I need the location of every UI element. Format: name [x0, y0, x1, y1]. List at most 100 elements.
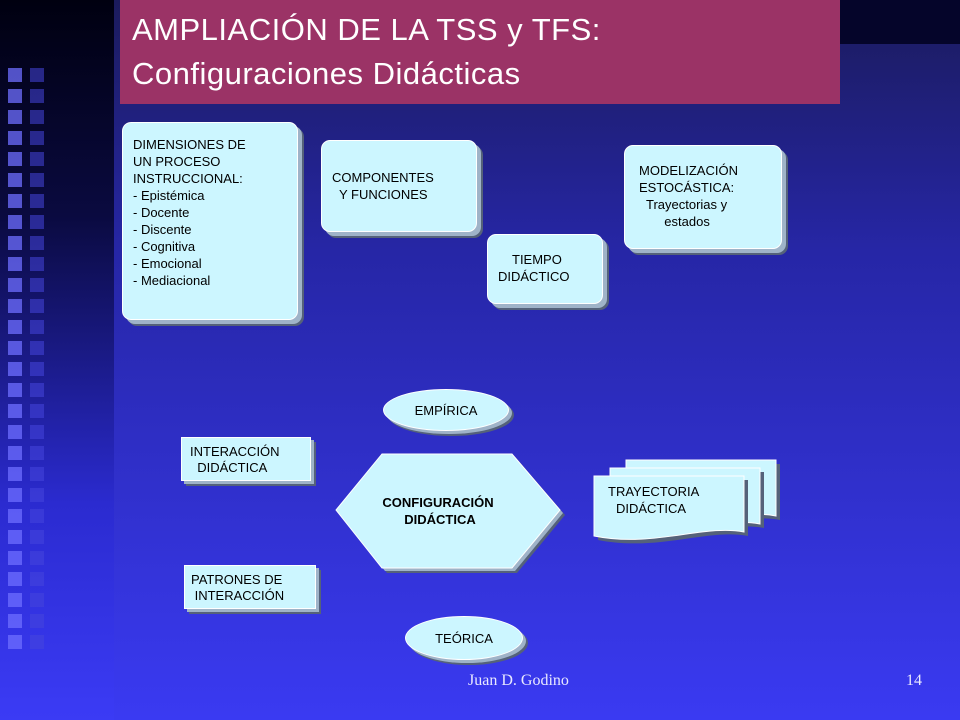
dimensiones-line: - Emocional	[133, 256, 202, 271]
trayectoria-documents: TRAYECTORIA DIDÁCTICA	[593, 459, 780, 544]
decorative-square	[30, 68, 44, 82]
decorative-square	[30, 467, 44, 481]
decorative-square	[30, 425, 44, 439]
decorative-square	[8, 320, 22, 334]
decorative-square	[30, 299, 44, 313]
configuracion-line: CONFIGURACIÓN	[382, 495, 493, 510]
footer-author: Juan D. Godino	[468, 672, 569, 689]
decorative-square	[8, 194, 22, 208]
decorative-square	[30, 488, 44, 502]
interaccion-line: INTERACCIÓN	[190, 444, 280, 459]
patrones-box: PATRONES DE INTERACCIÓN	[184, 565, 316, 609]
decorative-square	[8, 383, 22, 397]
decorative-square	[30, 131, 44, 145]
decorative-square	[30, 593, 44, 607]
decorative-square	[8, 68, 22, 82]
configuracion-hexagon: CONFIGURACIÓN DIDÁCTICA	[335, 453, 565, 573]
decorative-square	[8, 593, 22, 607]
modelizacion-line: estados	[639, 214, 710, 229]
decorative-squares	[8, 68, 22, 656]
dimensiones-line: - Mediacional	[133, 273, 211, 288]
decorative-square	[8, 614, 22, 628]
decorative-squares-secondary	[30, 68, 44, 656]
configuracion-line: DIDÁCTICA	[404, 512, 476, 527]
decorative-square	[8, 131, 22, 145]
modelizacion-line: ESTOCÁSTICA:	[639, 180, 735, 195]
patrones-line: PATRONES DE	[191, 572, 283, 587]
decorative-square	[8, 299, 22, 313]
teorica-oval: TEÓRICA	[405, 616, 523, 660]
decorative-square	[30, 215, 44, 229]
decorative-square	[30, 551, 44, 565]
dimensiones-line: - Discente	[133, 222, 192, 237]
decorative-square	[30, 152, 44, 166]
componentes-line: COMPONENTES	[332, 170, 434, 185]
dimensiones-line: - Cognitiva	[133, 239, 196, 254]
tiempo-line: TIEMPO	[512, 252, 562, 267]
decorative-square	[8, 215, 22, 229]
decorative-square	[8, 89, 22, 103]
decorative-square	[8, 572, 22, 586]
dimensiones-line: - Epistémica	[133, 188, 205, 203]
top-dark-band	[840, 0, 960, 44]
decorative-square	[8, 530, 22, 544]
title-line-1: AMPLIACIÓN DE LA TSS y TFS:	[132, 12, 601, 47]
decorative-square	[8, 341, 22, 355]
dimensiones-line: UN PROCESO	[133, 154, 221, 169]
componentes-box: COMPONENTES Y FUNCIONES	[321, 140, 477, 232]
decorative-square	[30, 383, 44, 397]
decorative-square	[8, 362, 22, 376]
empirica-oval: EMPÍRICA	[383, 389, 509, 431]
decorative-square	[8, 425, 22, 439]
decorative-square	[30, 509, 44, 523]
decorative-square	[30, 362, 44, 376]
decorative-square	[30, 257, 44, 271]
left-decorative-strip	[0, 0, 114, 720]
patrones-line: INTERACCIÓN	[191, 588, 285, 603]
decorative-square	[30, 173, 44, 187]
decorative-square	[8, 278, 22, 292]
decorative-square	[30, 320, 44, 334]
decorative-square	[8, 551, 22, 565]
dimensiones-box: DIMENSIONES DE UN PROCESO INSTRUCCIONAL:…	[122, 122, 298, 320]
modelizacion-box: MODELIZACIÓN ESTOCÁSTICA: Trayectorias y…	[624, 145, 782, 249]
tiempo-line: DIDÁCTICO	[498, 269, 570, 284]
decorative-square	[8, 257, 22, 271]
decorative-square	[30, 404, 44, 418]
tiempo-box: TIEMPO DIDÁCTICO	[487, 234, 603, 304]
componentes-line: Y FUNCIONES	[332, 187, 428, 202]
interaccion-box: INTERACCIÓN DIDÁCTICA	[181, 437, 311, 481]
decorative-square	[30, 572, 44, 586]
decorative-square	[30, 278, 44, 292]
decorative-square	[8, 509, 22, 523]
teorica-label: TEÓRICA	[435, 630, 493, 646]
decorative-square	[30, 89, 44, 103]
modelizacion-line: MODELIZACIÓN	[639, 163, 738, 178]
decorative-square	[8, 635, 22, 649]
decorative-square	[30, 341, 44, 355]
trayectoria-line: TRAYECTORIA	[608, 484, 700, 499]
decorative-square	[8, 467, 22, 481]
decorative-square	[30, 635, 44, 649]
decorative-square	[8, 236, 22, 250]
interaccion-line: DIDÁCTICA	[190, 460, 268, 475]
trayectoria-line: DIDÁCTICA	[616, 501, 686, 516]
decorative-square	[30, 614, 44, 628]
decorative-square	[8, 152, 22, 166]
title-line-2: Configuraciones Didácticas	[132, 56, 521, 91]
decorative-square	[30, 194, 44, 208]
decorative-square	[30, 236, 44, 250]
decorative-square	[30, 530, 44, 544]
page-number: 14	[906, 672, 922, 689]
decorative-square	[30, 446, 44, 460]
decorative-square	[8, 110, 22, 124]
empirica-label: EMPÍRICA	[414, 402, 478, 418]
modelizacion-line: Trayectorias y	[639, 197, 728, 212]
decorative-square	[8, 488, 22, 502]
dimensiones-line: INSTRUCCIONAL:	[133, 171, 243, 186]
decorative-square	[8, 173, 22, 187]
slide-title: AMPLIACIÓN DE LA TSS y TFS: Configuracio…	[120, 0, 840, 104]
dimensiones-line: DIMENSIONES DE	[133, 137, 246, 152]
decorative-square	[8, 446, 22, 460]
decorative-square	[30, 110, 44, 124]
